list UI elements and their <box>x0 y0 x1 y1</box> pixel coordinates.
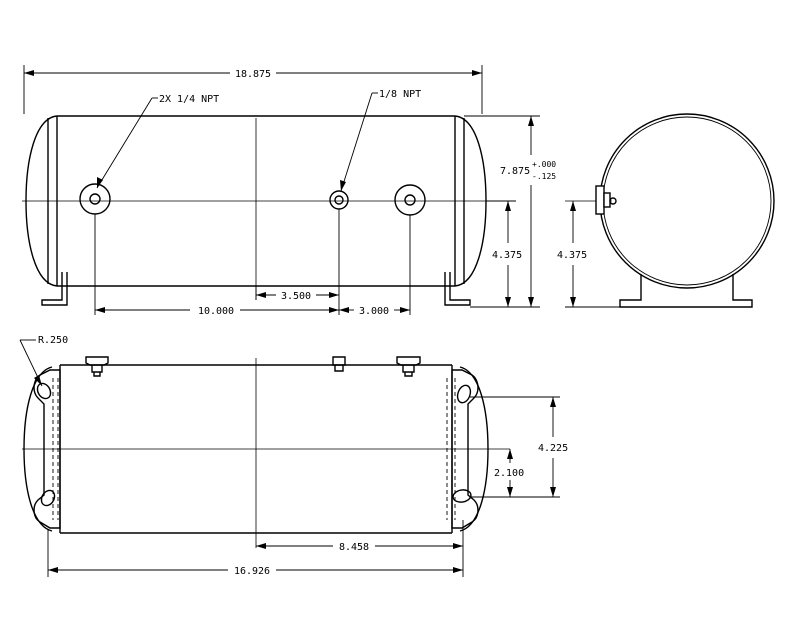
right-slot-top <box>456 384 472 404</box>
arrowhead <box>97 177 103 188</box>
dim-value: 18.875 <box>235 69 271 80</box>
port-large-left-hole <box>89 193 101 205</box>
end-port-nut <box>603 192 611 208</box>
port-large-left <box>79 183 111 215</box>
arrowhead <box>453 543 463 549</box>
callout-text: 2X 1/4 NPT <box>159 94 219 105</box>
arrowhead <box>507 449 513 459</box>
arrowhead <box>256 292 266 298</box>
dim-value: 3.500 <box>281 291 311 302</box>
dim-value: 8.458 <box>339 542 369 553</box>
dim-overall-length-top: 18.875 <box>23 65 483 114</box>
right-slot-bottom <box>452 489 472 503</box>
fitting-left-tip <box>93 372 101 377</box>
end-port-tip <box>609 197 617 205</box>
tank-end-inner-circle <box>602 116 772 286</box>
arrowhead <box>507 487 513 497</box>
arrowhead <box>505 201 511 211</box>
leader-line <box>96 97 153 189</box>
arrowhead <box>528 297 534 307</box>
arrowhead <box>550 487 556 497</box>
left-bracket-plate <box>33 369 61 529</box>
callout-text: R.250 <box>38 335 68 346</box>
fitting-small <box>332 356 346 372</box>
callout-small-port: 1/8 NPT <box>340 89 421 192</box>
arrowhead <box>472 70 482 76</box>
dim-diameter: 7.875 +.000 -.125 <box>464 115 556 308</box>
end-port-fitting <box>595 185 605 215</box>
left-slot-bottom <box>40 489 56 507</box>
bottom-view <box>22 356 510 548</box>
dim-height-side: 4.375 <box>486 200 522 307</box>
dim-value: 16.926 <box>234 566 270 577</box>
arrowhead <box>505 297 511 307</box>
dim-value: 3.000 <box>359 306 389 317</box>
arrowhead <box>400 307 410 313</box>
fitting-right <box>396 356 421 373</box>
arrowhead <box>329 307 339 313</box>
right-bracket-plate <box>451 369 479 529</box>
end-mount-bracket <box>619 274 753 308</box>
arrowhead <box>339 307 349 313</box>
left-mount-foot <box>41 272 68 306</box>
tolerance-minus: -.125 <box>532 172 556 181</box>
arrowhead <box>329 292 339 298</box>
end-view: 4.375 <box>557 113 775 308</box>
dim-overall-length-bottom: 16.926 <box>47 530 464 577</box>
port-large-right-hole <box>404 194 416 206</box>
dim-half-length: 8.458 <box>256 520 464 553</box>
arrowhead <box>48 567 58 573</box>
dim-bracket-spacing: 4.225 2.100 <box>470 396 568 498</box>
right-mount-foot <box>444 272 471 306</box>
fitting-right-tip <box>404 372 413 377</box>
dim-value: 4.375 <box>492 250 522 261</box>
arrowhead <box>570 297 576 307</box>
port-small-hole <box>334 195 344 205</box>
leader-line <box>340 92 373 192</box>
left-slot-top <box>36 382 52 400</box>
dim-value: 7.875 <box>500 166 530 177</box>
arrowhead <box>570 201 576 211</box>
dim-port-spacing: 10.000 3.500 3.000 <box>95 291 410 317</box>
tolerance-plus: +.000 <box>532 160 556 169</box>
arrowhead <box>528 116 534 126</box>
side-view <box>22 115 500 315</box>
tank-end-circle <box>599 113 775 289</box>
dim-value: 4.375 <box>557 250 587 261</box>
fitting-left <box>85 356 109 373</box>
callout-large-ports: 2X 1/4 NPT <box>96 94 219 189</box>
port-large-right <box>394 184 426 216</box>
callout-text: 1/8 NPT <box>379 89 421 100</box>
arrowhead <box>340 180 346 191</box>
arrowhead <box>34 375 42 386</box>
arrowhead <box>453 567 463 573</box>
dim-value: 10.000 <box>198 306 234 317</box>
port-small <box>329 190 349 210</box>
callout-radius: R.250 <box>19 335 68 387</box>
dim-value: 4.225 <box>538 443 568 454</box>
arrowhead <box>550 397 556 407</box>
arrowhead <box>24 70 34 76</box>
arrowhead <box>256 543 266 549</box>
arrowhead <box>95 307 105 313</box>
dim-value: 2.100 <box>494 468 524 479</box>
